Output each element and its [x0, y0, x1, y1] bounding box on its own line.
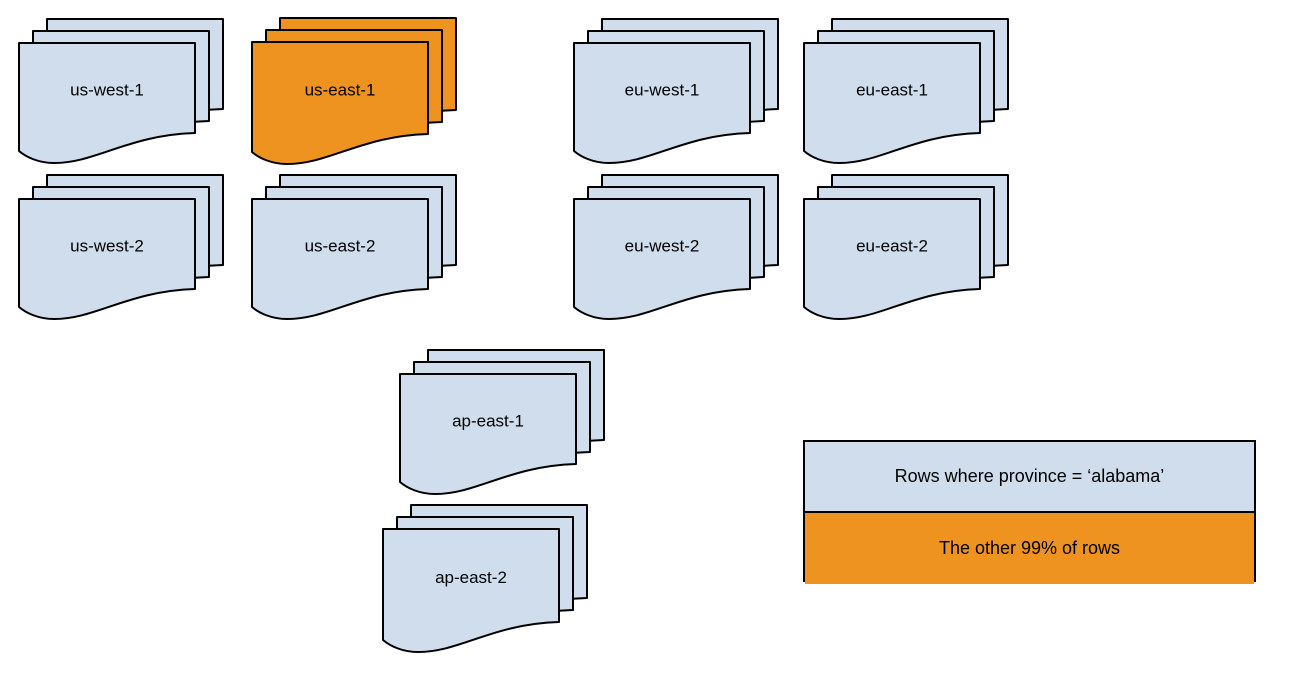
- legend-orange: The other 99% of rows: [805, 513, 1254, 584]
- region-label: us-west-1: [70, 80, 144, 99]
- region-stack-us-east-1[interactable]: us-east-1: [251, 17, 462, 170]
- region-stack-eu-east-1[interactable]: eu-east-1: [803, 18, 1014, 169]
- region-card-stack: us-east-2: [251, 174, 457, 320]
- region-card-front: [803, 42, 981, 164]
- region-card-front: [251, 41, 429, 165]
- region-card-stack: us-east-1: [251, 17, 457, 165]
- region-card-stack: us-west-2: [18, 174, 224, 320]
- region-card-stack: us-west-1: [18, 18, 224, 164]
- region-card-stack: ap-east-1: [399, 349, 605, 495]
- region-label: eu-west-1: [625, 80, 700, 99]
- region-card-front: [573, 198, 751, 320]
- region-card-front: [251, 198, 429, 320]
- region-label: eu-east-2: [856, 236, 928, 255]
- region-label: ap-east-1: [452, 411, 524, 430]
- region-stack-eu-west-1[interactable]: eu-west-1: [573, 18, 784, 169]
- legend: Rows where province = ‘alabama’ The other…: [803, 440, 1256, 584]
- region-card-front: [18, 198, 196, 320]
- region-stack-us-west-1[interactable]: us-west-1: [18, 18, 229, 169]
- legend-blue: Rows where province = ‘alabama’: [805, 442, 1254, 513]
- region-card-front: [382, 528, 560, 653]
- region-card-front: [803, 198, 981, 320]
- region-stack-ap-east-1[interactable]: ap-east-1: [399, 349, 610, 500]
- region-card-front: [399, 373, 577, 495]
- region-label: us-east-2: [305, 236, 376, 255]
- region-label: ap-east-2: [435, 568, 507, 587]
- region-card-stack: eu-east-1: [803, 18, 1009, 164]
- region-stack-ap-east-2[interactable]: ap-east-2: [382, 504, 593, 658]
- region-card-stack: eu-west-2: [573, 174, 779, 320]
- region-stack-us-east-2[interactable]: us-east-2: [251, 174, 462, 325]
- region-stack-eu-east-2[interactable]: eu-east-2: [803, 174, 1014, 325]
- region-label: eu-west-2: [625, 236, 700, 255]
- region-card-front: [18, 42, 196, 164]
- legend-orange-label: The other 99% of rows: [938, 538, 1121, 558]
- region-label: us-east-1: [305, 80, 376, 99]
- region-label: us-west-2: [70, 236, 144, 255]
- region-stack-us-west-2[interactable]: us-west-2: [18, 174, 229, 325]
- region-card-stack: eu-west-1: [573, 18, 779, 164]
- region-stack-eu-west-2[interactable]: eu-west-2: [573, 174, 784, 325]
- region-card-stack: ap-east-2: [382, 504, 588, 653]
- region-label: eu-east-1: [856, 80, 928, 99]
- legend-blue-label: Rows where province = ‘alabama’: [894, 466, 1165, 486]
- region-card-front: [573, 42, 751, 164]
- region-card-stack: eu-east-2: [803, 174, 1009, 320]
